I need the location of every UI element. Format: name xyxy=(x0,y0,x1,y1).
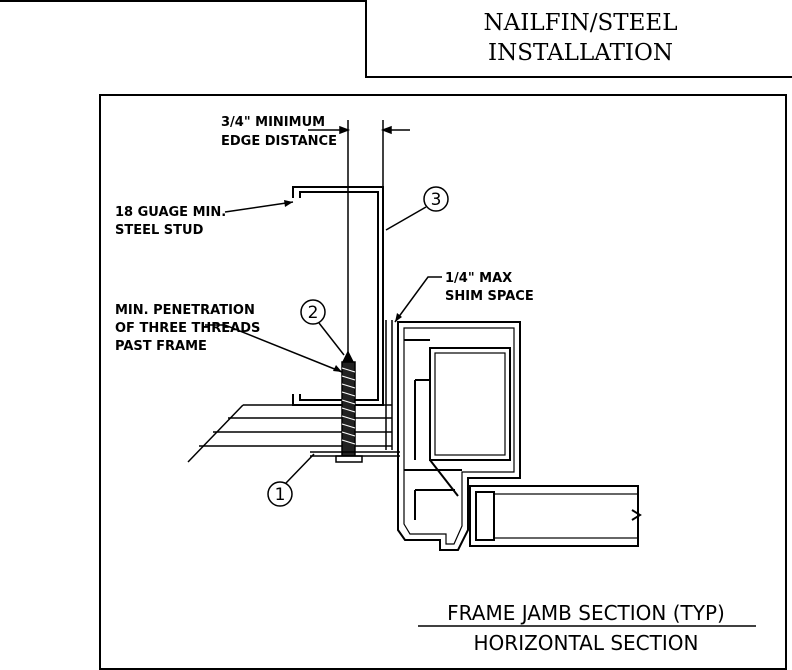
edge-distance-label-line-2: EDGE DISTANCE xyxy=(221,134,337,149)
window-frame-profile xyxy=(397,321,521,551)
shim-space xyxy=(385,320,393,450)
callout-1-number: 1 xyxy=(275,485,286,505)
title-line-1: NAILFIN/STEEL xyxy=(483,10,678,36)
callout-3: 3 xyxy=(385,186,449,231)
penetration-label-line-3: PAST FRAME xyxy=(115,339,207,354)
nailfin xyxy=(310,451,400,457)
callout-1: 1 xyxy=(267,453,315,507)
penetration-label-line-2: OF THREE THREADS xyxy=(115,321,260,336)
steel-stud-leader xyxy=(224,200,294,213)
sheet-top-rule xyxy=(0,0,365,2)
screw-fastener xyxy=(335,350,363,463)
steel-stud-label-line-2: STEEL STUD xyxy=(115,223,204,238)
callout-2-number: 2 xyxy=(308,303,319,323)
shim-space-label-line-1: 1/4" MAX xyxy=(445,271,512,286)
title-block: NAILFIN/STEEL INSTALLATION xyxy=(365,0,792,78)
caption-line-1: FRAME JAMB SECTION (TYP) xyxy=(447,601,725,625)
shim-space-label-line-2: SHIM SPACE xyxy=(445,289,534,304)
callout-3-number: 3 xyxy=(431,190,442,210)
title-line-2: INSTALLATION xyxy=(488,40,673,66)
wall-substrate xyxy=(187,404,392,463)
steel-stud-label-line-1: 18 GUAGE MIN. xyxy=(115,205,226,220)
edge-distance-label-line-1: 3/4" MINIMUM xyxy=(221,115,325,130)
shim-space-leader xyxy=(394,276,442,323)
penetration-label-line-1: MIN. PENETRATION xyxy=(115,303,255,318)
caption-line-2: HORIZONTAL SECTION xyxy=(474,631,699,655)
penetration-leader xyxy=(205,324,343,373)
detail-border xyxy=(99,94,787,670)
edge-distance-dimension xyxy=(308,120,410,360)
steel-stud xyxy=(292,186,384,406)
glazing-unit xyxy=(469,485,642,547)
callout-2: 2 xyxy=(300,299,345,356)
